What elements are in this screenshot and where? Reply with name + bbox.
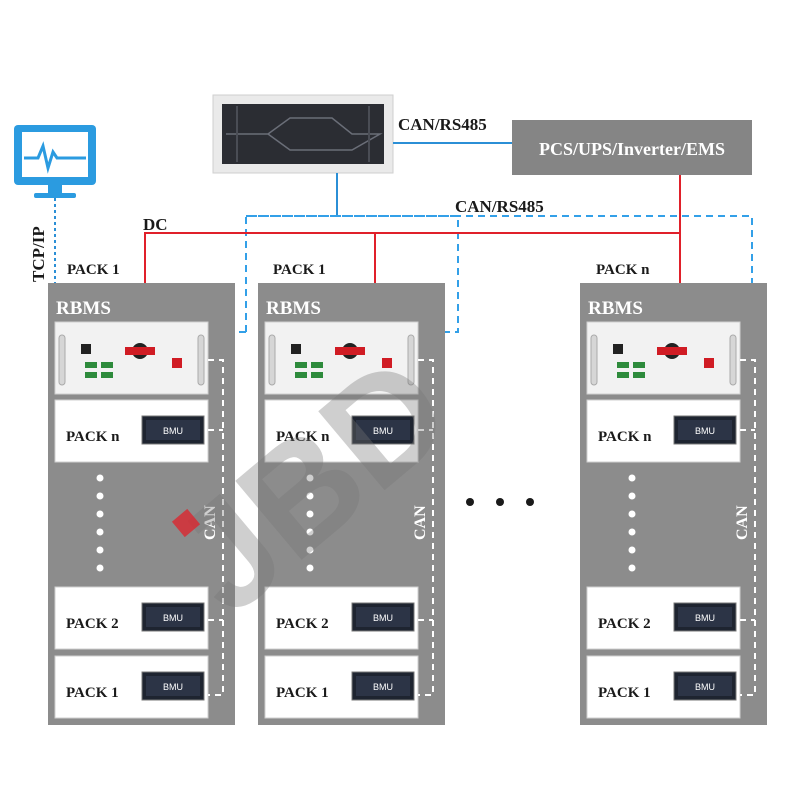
watermark-accent xyxy=(171,508,201,538)
rack-top-label: PACK 1 xyxy=(67,262,120,278)
power-button-icon xyxy=(613,344,623,354)
rack-ellipsis xyxy=(466,498,534,506)
bmu-label: BMU xyxy=(163,426,183,436)
can-label: CAN xyxy=(202,505,219,540)
rbms-unit xyxy=(586,321,741,395)
pack-label: PACK 2 xyxy=(276,616,329,632)
pack-label: PACK n xyxy=(66,429,120,445)
rbms-unit xyxy=(54,321,209,395)
battery-pack: PACK n BMU xyxy=(264,399,419,463)
battery-pack: PACK 2 BMU xyxy=(264,586,419,650)
racks: PACK 1 RBMS PACK n BMU PACK 2 BMU PACK 1 BMU CAN… xyxy=(48,262,767,725)
monitor-icon xyxy=(14,125,96,198)
pack-label: PACK 1 xyxy=(276,685,329,701)
can-daisy-chain xyxy=(418,359,434,696)
can-daisy-chain xyxy=(740,359,756,696)
rack-top-label: PACK 1 xyxy=(273,262,326,278)
battery-pack: PACK 1 BMU xyxy=(586,655,741,719)
battery-pack: PACK 2 BMU xyxy=(586,586,741,650)
pack-label: PACK 2 xyxy=(66,616,119,632)
pack-label: PACK 1 xyxy=(66,685,119,701)
bmu-label: BMU xyxy=(373,426,393,436)
bmu-label: BMU xyxy=(373,613,393,623)
can-label: CAN xyxy=(734,505,751,540)
dc-label: DC xyxy=(143,215,168,234)
bmu-label: BMU xyxy=(695,613,715,623)
pack-ellipsis xyxy=(96,474,104,572)
can-rs485-top-label: CAN/RS485 xyxy=(398,115,487,134)
pack-label: PACK n xyxy=(598,429,652,445)
can-rs485-bus-label: CAN/RS485 xyxy=(455,197,544,216)
pack-ellipsis xyxy=(628,474,636,572)
pcs-label: PCS/UPS/Inverter/EMS xyxy=(539,139,725,159)
rbms-label: RBMS xyxy=(588,298,643,319)
bmu-label: BMU xyxy=(695,682,715,692)
rbms-label: RBMS xyxy=(56,298,111,319)
power-button-icon xyxy=(81,344,91,354)
controller-device xyxy=(212,94,394,174)
rack-1: PACK 1 RBMS PACK n BMU PACK 2 BMU PACK 1 BMU CAN xyxy=(48,262,235,725)
rbms-label: RBMS xyxy=(266,298,321,319)
rack-2: PACK 1 RBMS PACK n BMU PACK 2 BMU PACK 1 BMU CAN xyxy=(258,262,445,725)
bmu-label: BMU xyxy=(373,682,393,692)
terminal-icon xyxy=(382,358,392,368)
can-label: CAN xyxy=(412,505,429,540)
pcs-box xyxy=(512,120,752,175)
battery-pack: PACK 1 BMU xyxy=(264,655,419,719)
terminal-icon xyxy=(172,358,182,368)
battery-pack: PACK 2 BMU xyxy=(54,586,209,650)
bmu-label: BMU xyxy=(163,682,183,692)
battery-pack: PACK n BMU xyxy=(586,399,741,463)
power-button-icon xyxy=(291,344,301,354)
rack-top-label: PACK n xyxy=(596,262,650,278)
can-daisy-chain xyxy=(208,359,224,696)
terminal-icon xyxy=(704,358,714,368)
bmu-label: BMU xyxy=(695,426,715,436)
rack-3: PACK n RBMS PACK n BMU PACK 2 BMU PACK 1 BMU CAN xyxy=(580,262,767,725)
dc-bus xyxy=(144,175,681,283)
pack-ellipsis xyxy=(306,474,314,572)
bmu-label: BMU xyxy=(163,613,183,623)
pack-label: PACK n xyxy=(276,429,330,445)
pack-label: PACK 2 xyxy=(598,616,651,632)
battery-pack: PACK 1 BMU xyxy=(54,655,209,719)
battery-pack: PACK n BMU xyxy=(54,399,209,463)
tcp-ip-label: TCP/IP xyxy=(29,226,48,282)
rbms-unit xyxy=(264,321,419,395)
pack-label: PACK 1 xyxy=(598,685,651,701)
